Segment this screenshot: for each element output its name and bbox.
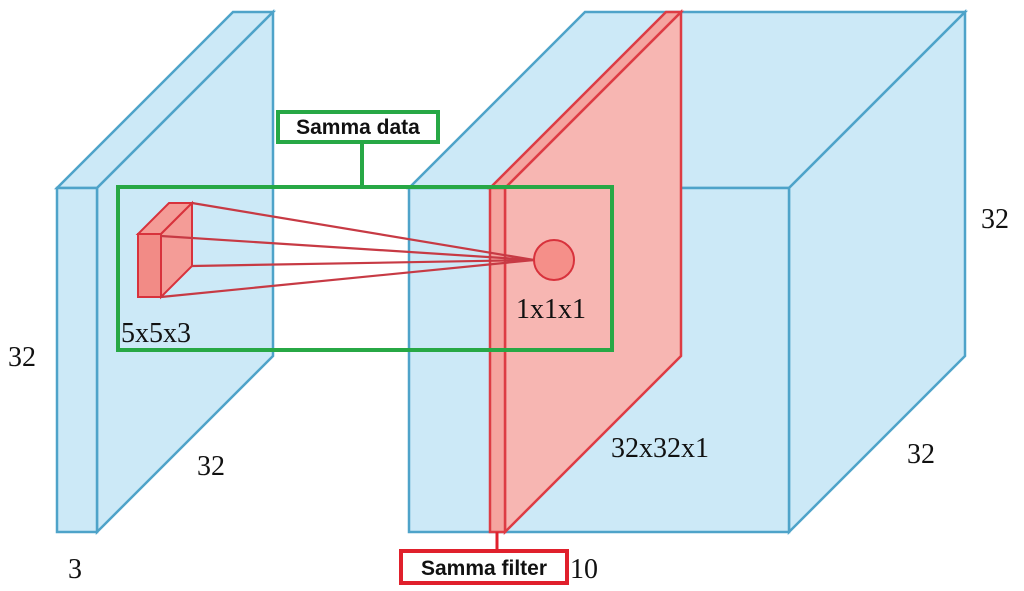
- receptive-field-rays: [160, 201, 535, 299]
- output-slice: [486, 8, 685, 536]
- shared-filter-tag: Samma filter: [421, 557, 547, 580]
- input-volume-front-face: [55, 186, 99, 534]
- output-neuron: [533, 239, 575, 281]
- shared-filter-tag-box: [399, 549, 569, 585]
- neuron-size-label: 1x1x1: [516, 294, 586, 325]
- output-height-label: 32: [981, 204, 1009, 235]
- kernel-size-label: 5x5x3: [121, 318, 191, 349]
- output-width-label: 32: [907, 439, 935, 470]
- output-depth-label: 10: [570, 554, 598, 585]
- ray: [160, 258, 535, 299]
- shared-data-tag-box: [276, 110, 440, 144]
- output-slice-front-edge: [488, 186, 507, 534]
- input-width-label: 32: [197, 451, 225, 482]
- shared-data-region: [116, 185, 614, 352]
- ray: [191, 201, 535, 262]
- kernel-front-face: [137, 233, 162, 298]
- input-height-label: 32: [8, 342, 36, 373]
- ray: [191, 258, 535, 268]
- shared-data-tag: Samma data: [296, 116, 420, 139]
- output-slice-label: 32x32x1: [611, 433, 709, 464]
- ray: [160, 234, 535, 262]
- input-depth-label: 3: [68, 554, 82, 585]
